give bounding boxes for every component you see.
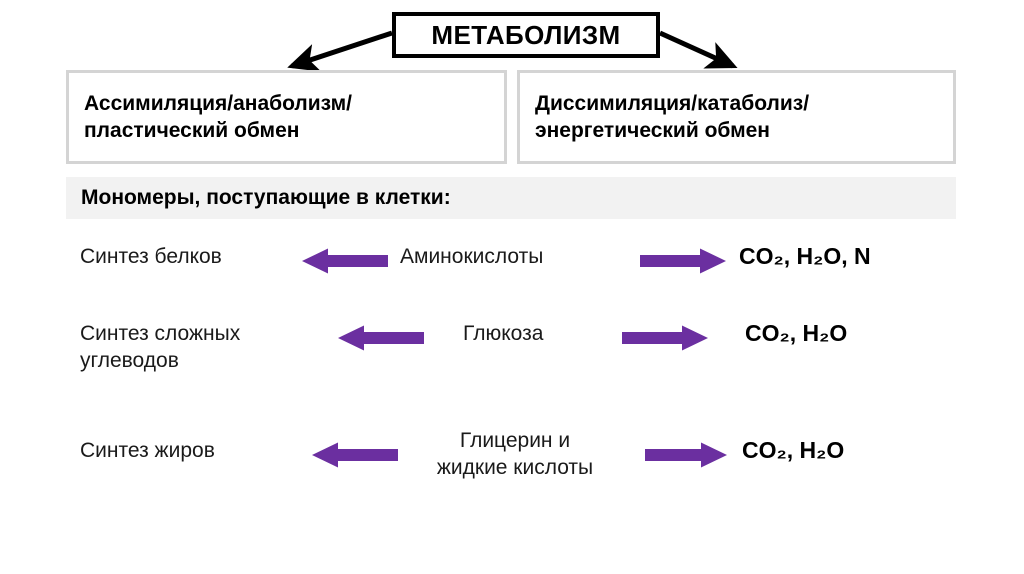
fats-synthesis-line1: Синтез жиров xyxy=(80,439,215,462)
metabolism-title-box: МЕТАБОЛИЗМ xyxy=(392,12,660,58)
fats-left-arrow xyxy=(312,442,398,468)
reaction-row-carbohydrates: Синтез сложных углеводов Глюкоза CO₂, H₂… xyxy=(0,313,1024,403)
branch-box-assimilation: Ассимиляция/анаболизм/ пластический обме… xyxy=(66,70,507,164)
fats-synthesis-label: Синтез жиров xyxy=(80,438,215,465)
fats-monomer-label: Глицерин и жидкие кислоты xyxy=(390,428,640,482)
carbohydrates-synthesis-line1: Синтез сложных xyxy=(80,322,241,345)
fats-monomer-line1: Глицерин и xyxy=(459,429,571,452)
fats-products-text: CO₂, H₂O xyxy=(742,437,845,463)
carbohydrates-synthesis-label: Синтез сложных углеводов xyxy=(80,321,240,375)
fats-products-label: CO₂, H₂O xyxy=(742,436,844,465)
connector-left xyxy=(287,30,393,72)
proteins-left-arrow xyxy=(302,248,388,274)
connector-right xyxy=(658,30,738,69)
proteins-right-arrow xyxy=(640,248,726,274)
proteins-products-label: CO₂, H₂O, N xyxy=(739,242,871,271)
fats-right-arrow xyxy=(645,442,727,468)
proteins-synthesis-line1: Синтез белков xyxy=(80,245,222,268)
section-heading-text: Мономеры, поступающие в клетки: xyxy=(81,186,451,209)
branch-assimilation-line1: Ассимиляция/анаболизм/ xyxy=(84,91,352,115)
reaction-row-proteins: Синтез белков Аминокислоты CO₂, H₂O, N xyxy=(0,236,1024,326)
proteins-monomer-label: Аминокислоты xyxy=(400,244,543,271)
branch-box-dissimilation: Диссимиляция/катаболиз/ энергетический о… xyxy=(517,70,956,164)
carbohydrates-synthesis-line2: углеводов xyxy=(80,348,179,372)
section-heading-bar: Мономеры, поступающие в клетки: xyxy=(66,177,956,219)
fats-monomer-line2: жидкие кислоты xyxy=(436,455,594,479)
branch-dissimilation-line1: Диссимиляция/катаболиз/ xyxy=(535,91,810,115)
carbohydrates-right-arrow xyxy=(622,325,708,351)
carbohydrates-monomer-line1: Глюкоза xyxy=(463,322,544,345)
proteins-products-text: CO₂, H₂O, N xyxy=(739,243,871,269)
carbohydrates-products-text: CO₂, H₂O xyxy=(745,320,848,346)
branch-assimilation-line2: пластический обмен xyxy=(84,119,300,142)
page-title: МЕТАБОЛИЗМ xyxy=(431,20,621,50)
proteins-synthesis-label: Синтез белков xyxy=(80,244,222,271)
reaction-row-fats: Синтез жиров Глицерин и жидкие кислоты C… xyxy=(0,420,1024,510)
branch-dissimilation-line2: энергетический обмен xyxy=(535,119,770,142)
carbohydrates-left-arrow xyxy=(338,325,424,351)
carbohydrates-products-label: CO₂, H₂O xyxy=(745,319,847,348)
carbohydrates-monomer-label: Глюкоза xyxy=(463,321,543,348)
proteins-monomer-line1: Аминокислоты xyxy=(400,245,544,268)
